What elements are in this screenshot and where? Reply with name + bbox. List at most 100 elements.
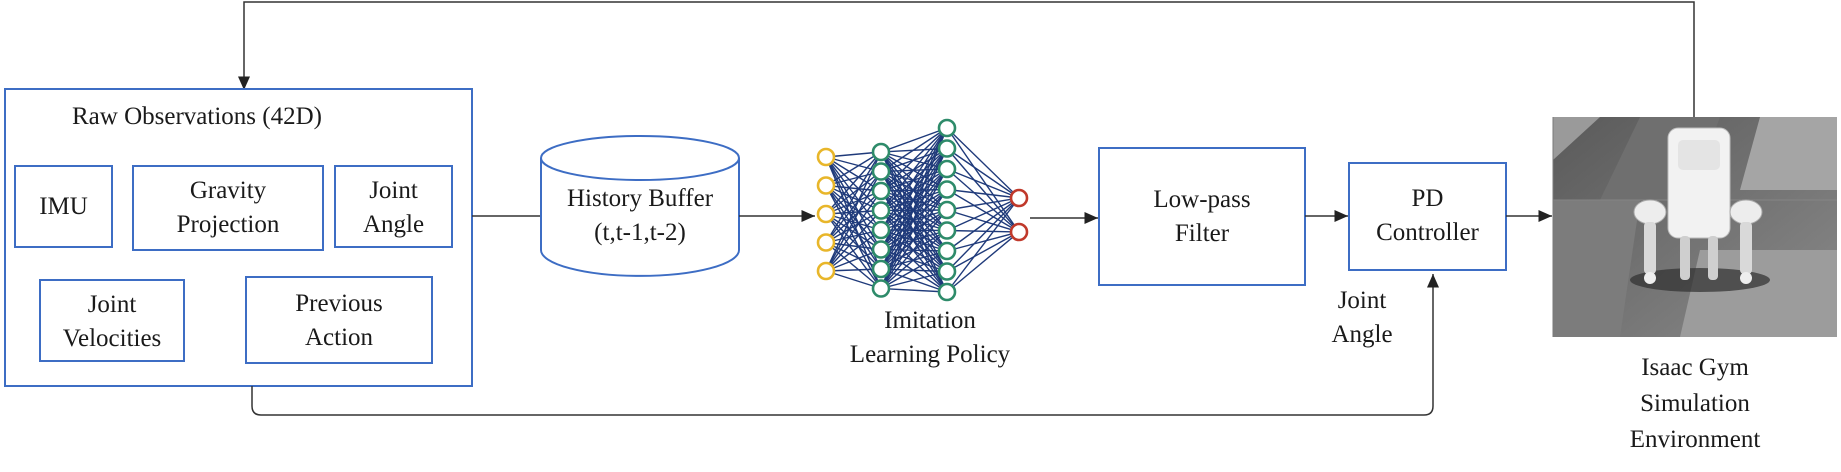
feedback-arrow-bottom [251,274,1439,416]
nn-edge [825,210,882,272]
nn-edge [880,270,948,290]
imitation-policy-label: Imitation Learning Policy [810,304,1050,372]
nn-edge [825,151,882,243]
nn-hidden1-node [871,181,891,201]
feedback-arrow-top [238,1,1695,117]
nn-edge [880,127,948,289]
nn-hidden1-node [871,142,891,162]
prev-action-line-1: Previous [295,290,383,317]
gravity-projection-label: Gravity Projection [133,174,323,242]
nn-hidden2-node [937,118,957,138]
nn-edge [825,241,882,270]
joint-velocities-label: Joint Velocities [40,288,184,356]
lowpass-line-2: Filter [1174,220,1230,247]
prev-action-line-2: Action [304,324,374,351]
low-pass-filter-label: Low-pass Filter [1099,183,1305,251]
feed-line-1: Joint [1337,287,1387,314]
isaac-gym-label: Isaac Gym Simulation Environment [1575,350,1815,458]
nn-hidden2-node [937,180,957,199]
imu-box [14,165,113,248]
gravity-projection-box [132,165,324,251]
pd-line-1: PD [1411,185,1444,212]
joint-vel-line-2: Velocities [62,325,162,352]
joint-angle-label: Joint Angle [335,174,452,242]
nn-edge [825,209,882,244]
feed-line-2: Angle [1331,321,1393,348]
joint-velocities-box [39,279,185,362]
nn-edge [946,127,1020,233]
nn-edge [825,171,882,243]
nn-edge [825,190,882,215]
imu-text: IMU [39,193,88,220]
history-buffer-label: History Buffer (t,t-1,t-2) [541,182,739,250]
joint-angle-line-1: Joint [369,177,418,204]
gravity-line-1: Gravity [189,177,267,204]
nn-edge [946,231,1020,293]
nn-edge [880,127,948,153]
joint-angle-line-2: Angle [362,211,425,238]
nn-edge [946,168,1020,233]
nn-edge [946,229,1020,233]
nn-hidden2-node [937,282,957,302]
nn-edge [946,197,1020,232]
sim-line-1: Isaac Gym [1641,354,1749,381]
nn-hidden2-node [937,262,957,281]
neural-network-icon [816,118,1029,302]
history-buffer-cylinder [540,135,740,277]
nn-hidden1-node [871,162,891,181]
previous-action-box [245,276,433,364]
nn-output-node [1009,222,1029,242]
nn-hidden1-node [871,240,891,259]
nn-hidden1-node [871,220,891,240]
nn-edge [825,190,882,244]
nn-edge [946,197,1020,252]
nn-hidden2-node [937,241,957,261]
nn-edge [880,250,948,290]
pd-line-2: Controller [1376,219,1479,246]
sim-line-3: Environment [1629,426,1761,453]
nn-edge [880,127,948,173]
nn-input-node [816,176,836,195]
pd-controller-label: PD Controller [1349,182,1506,250]
nn-edge [880,127,948,211]
nn-hidden2-node [937,200,957,220]
nn-edge [880,127,948,270]
nn-edge [946,197,1020,211]
nn-input-node [816,204,836,224]
nn-edge [946,188,1020,199]
nn-edge [825,229,882,244]
gravity-line-2: Projection [176,211,280,238]
joint-vel-line-1: Joint [87,291,137,318]
sim-line-2: Simulation [1640,390,1750,417]
nn-edge [825,248,882,272]
nn-edge [946,231,1020,252]
nn-edge [880,229,948,290]
policy-line-2: Learning Policy [849,341,1011,368]
isaac-gym-simulation-image [1552,117,1837,337]
nn-edge [825,156,882,173]
nn-edge [880,209,948,289]
nn-hidden1-node [871,259,891,279]
nn-edge [880,127,948,192]
nn-edge [825,151,882,187]
nn-edge [825,190,882,272]
nn-input-node [816,147,836,167]
nn-hidden1-node [871,201,891,220]
nn-edge [946,197,1020,272]
history-line-1: History Buffer [566,185,714,212]
nn-edge [946,148,1020,233]
nn-hidden2-node [937,221,957,240]
nn-input-node [816,233,836,252]
raw-observations-title: Raw Observations (42D) [72,103,322,130]
nn-edge [825,171,882,272]
joint-angle-box [334,165,453,248]
previous-action-label: Previous Action [246,287,432,355]
nn-edge [825,170,882,215]
nn-edge [880,127,948,250]
nn-edge [825,170,882,187]
nn-edge [825,270,882,290]
lowpass-line-1: Low-pass [1153,186,1251,213]
nn-hidden2-node [937,139,957,158]
nn-output-node [1009,188,1029,208]
